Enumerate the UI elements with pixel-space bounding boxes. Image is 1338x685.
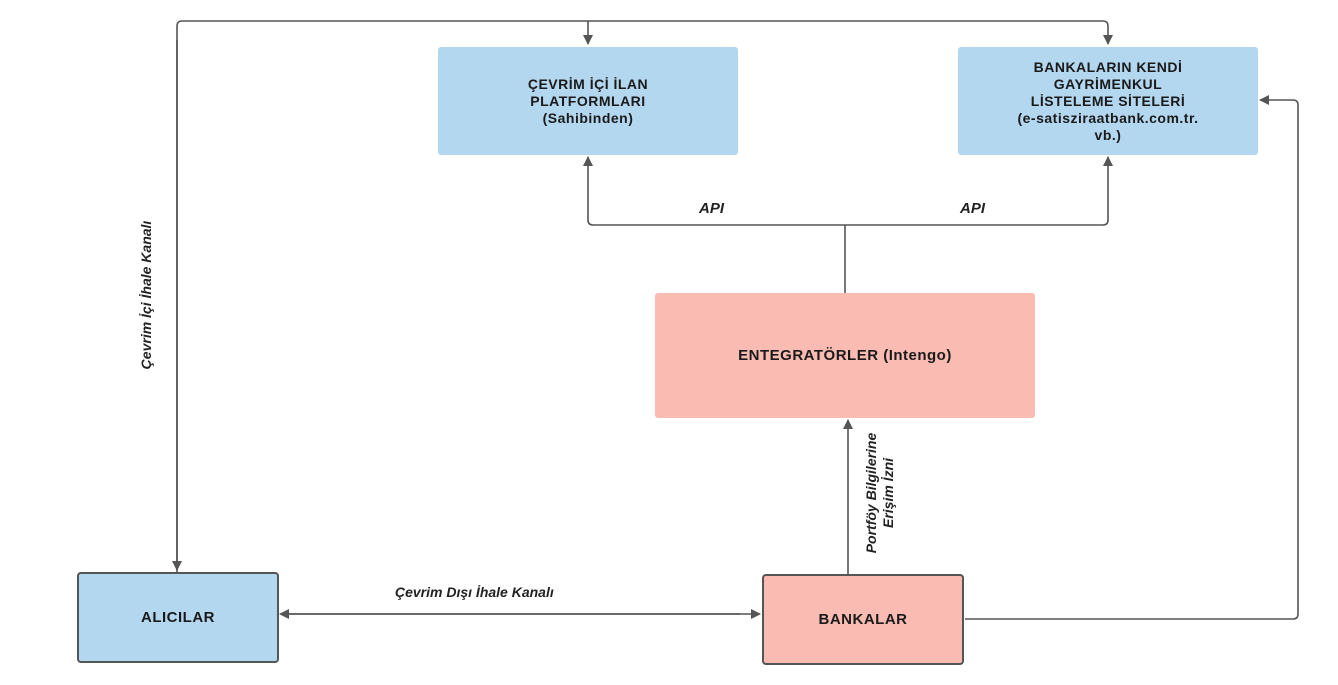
banks-label: BANKALAR [818, 611, 908, 628]
buyers-label: ALICILAR [141, 609, 215, 626]
portfolio-access-label: Portföy Bilgilerine Erişim İzni [863, 421, 897, 565]
api-left-connector [583, 156, 845, 226]
portfolio-access-line2: Erişim İzni [880, 457, 896, 529]
buyers-node: ALICILAR [77, 572, 279, 663]
banks-to-sites-connector [965, 95, 1299, 620]
online-channel-connector [176, 20, 1113, 572]
api-left-label: API [699, 200, 725, 217]
bank-sites-node: BANKALARIN KENDİ GAYRİMENKUL LİSTELEME S… [958, 47, 1258, 155]
api-right-connector [845, 156, 1113, 226]
online-auction-channel-label: Çevrim İçi İhale Kanalı [138, 220, 154, 370]
offline-auction-channel-label: Çevrim Dışı İhale Kanalı [395, 584, 554, 600]
portfolio-access-line1: Portföy Bilgilerine [863, 432, 879, 554]
api-right-label: API [960, 200, 986, 217]
integrators-node: ENTEGRATÖRLER (Intengo) [655, 293, 1035, 418]
banks-node: BANKALAR [762, 574, 964, 665]
integrators-label: ENTEGRATÖRLER (Intengo) [738, 347, 952, 364]
online-platforms-node: ÇEVRİM İÇİ İLAN PLATFORMLARI (Sahibinden… [438, 47, 738, 155]
bank-sites-label: BANKALARIN KENDİ GAYRİMENKUL LİSTELEME S… [1017, 58, 1199, 143]
online-platforms-label: ÇEVRİM İÇİ İLAN PLATFORMLARI (Sahibinden… [527, 75, 649, 126]
